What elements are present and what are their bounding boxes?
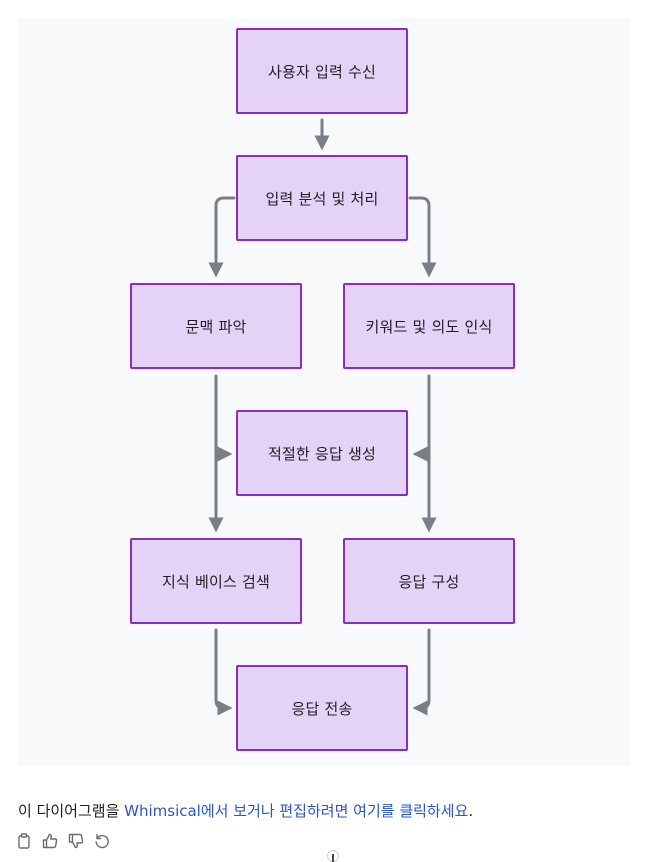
node-keyword-intent: 키워드 및 의도 인식: [343, 283, 515, 369]
diagram-caption: 이 다이어그램을 Whimsical에서 보거나 편집하려면 여기를 클릭하세요…: [18, 800, 473, 821]
copy-icon: [18, 833, 30, 849]
node-label: 키워드 및 의도 인식: [365, 317, 493, 336]
thumbs-down-button[interactable]: [68, 832, 84, 850]
thumbs-up-button[interactable]: [42, 832, 58, 850]
thumbs-down-icon: [68, 833, 84, 849]
node-label: 문맥 파악: [185, 317, 247, 336]
regenerate-button[interactable]: [94, 832, 110, 850]
node-context: 문맥 파악: [130, 283, 302, 369]
scroll-down-button[interactable]: [327, 850, 339, 862]
caption-suffix: .: [468, 802, 474, 820]
node-label: 입력 분석 및 처리: [265, 189, 379, 208]
node-label: 사용자 입력 수신: [268, 62, 376, 81]
node-user-input: 사용자 입력 수신: [236, 28, 408, 114]
node-label: 적절한 응답 생성: [268, 444, 376, 463]
diagram-canvas: [18, 18, 630, 766]
node-knowledge-base-search: 지식 베이스 검색: [130, 538, 302, 624]
node-label: 응답 전송: [291, 699, 353, 718]
copy-button[interactable]: [16, 832, 32, 850]
node-compose-response: 응답 구성: [343, 538, 515, 624]
node-label: 응답 구성: [398, 572, 460, 591]
node-generate-response: 적절한 응답 생성: [236, 410, 408, 496]
regenerate-icon: [95, 834, 109, 849]
node-analyze-input: 입력 분석 및 처리: [236, 155, 408, 241]
whimsical-link[interactable]: Whimsical에서 보거나 편집하려면 여기를 클릭하세요: [124, 802, 469, 820]
node-send-response: 응답 전송: [236, 665, 408, 751]
node-label: 지식 베이스 검색: [162, 572, 270, 591]
thumbs-up-icon: [42, 833, 58, 849]
caption-prefix: 이 다이어그램을: [18, 802, 125, 820]
message-actions: [16, 832, 110, 850]
